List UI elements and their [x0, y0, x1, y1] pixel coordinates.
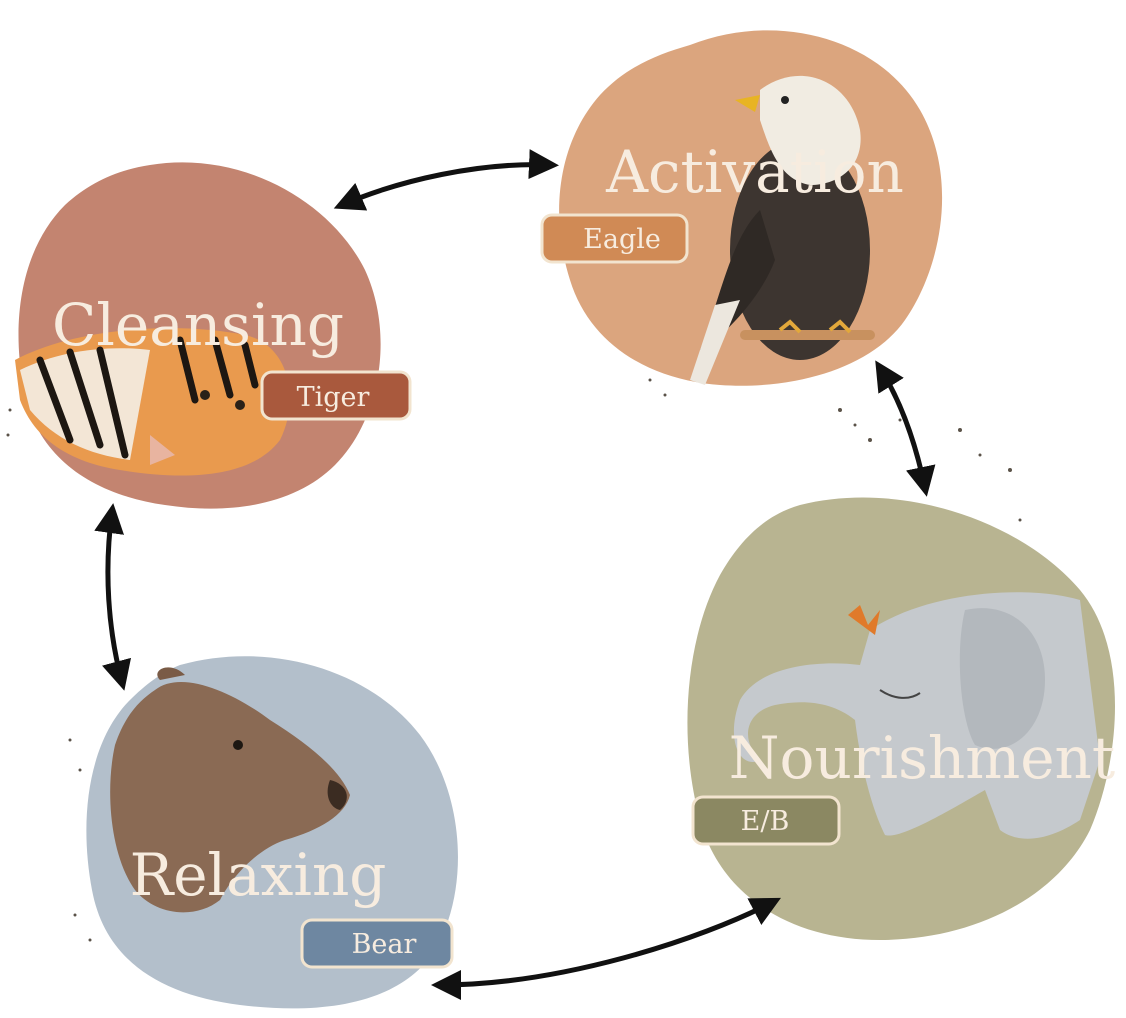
bear-icon: [110, 667, 351, 913]
relaxing-animal-label: Bear: [352, 929, 417, 960]
nourishment-animal-label: E/B: [741, 806, 790, 837]
arrow-activation-nourishment: [875, 360, 936, 497]
cycle-arrows: [94, 149, 936, 1000]
elephant-icon: [733, 592, 1100, 839]
nourishment-stage: Nourishment E/B: [687, 497, 1115, 940]
nourishment-tag: E/B: [691, 795, 841, 846]
arrow-relaxing-cleansing: [94, 503, 132, 691]
relaxing-stage: Relaxing Bear: [86, 656, 458, 1009]
cleansing-title: Cleansing: [52, 291, 344, 359]
activation-title: Activation: [605, 138, 904, 206]
cleansing-tag: Tiger: [260, 370, 412, 421]
cleansing-animal-label: Tiger: [297, 382, 370, 413]
eagle-icon: [690, 75, 875, 385]
relaxing-title: Relaxing: [130, 841, 387, 909]
arrow-cleansing-activation: [333, 149, 559, 211]
activation-tag: Eagle: [540, 213, 689, 264]
relaxing-tag: Bear: [300, 918, 454, 969]
activation-stage: Activation Eagle: [540, 30, 943, 386]
tiger-icon: [15, 328, 290, 476]
cleansing-stage: Cleansing Tiger: [15, 162, 412, 509]
arrow-nourishment-relaxing: [431, 897, 781, 1000]
activation-animal-label: Eagle: [583, 224, 661, 255]
nourishment-title: Nourishment: [729, 724, 1115, 792]
